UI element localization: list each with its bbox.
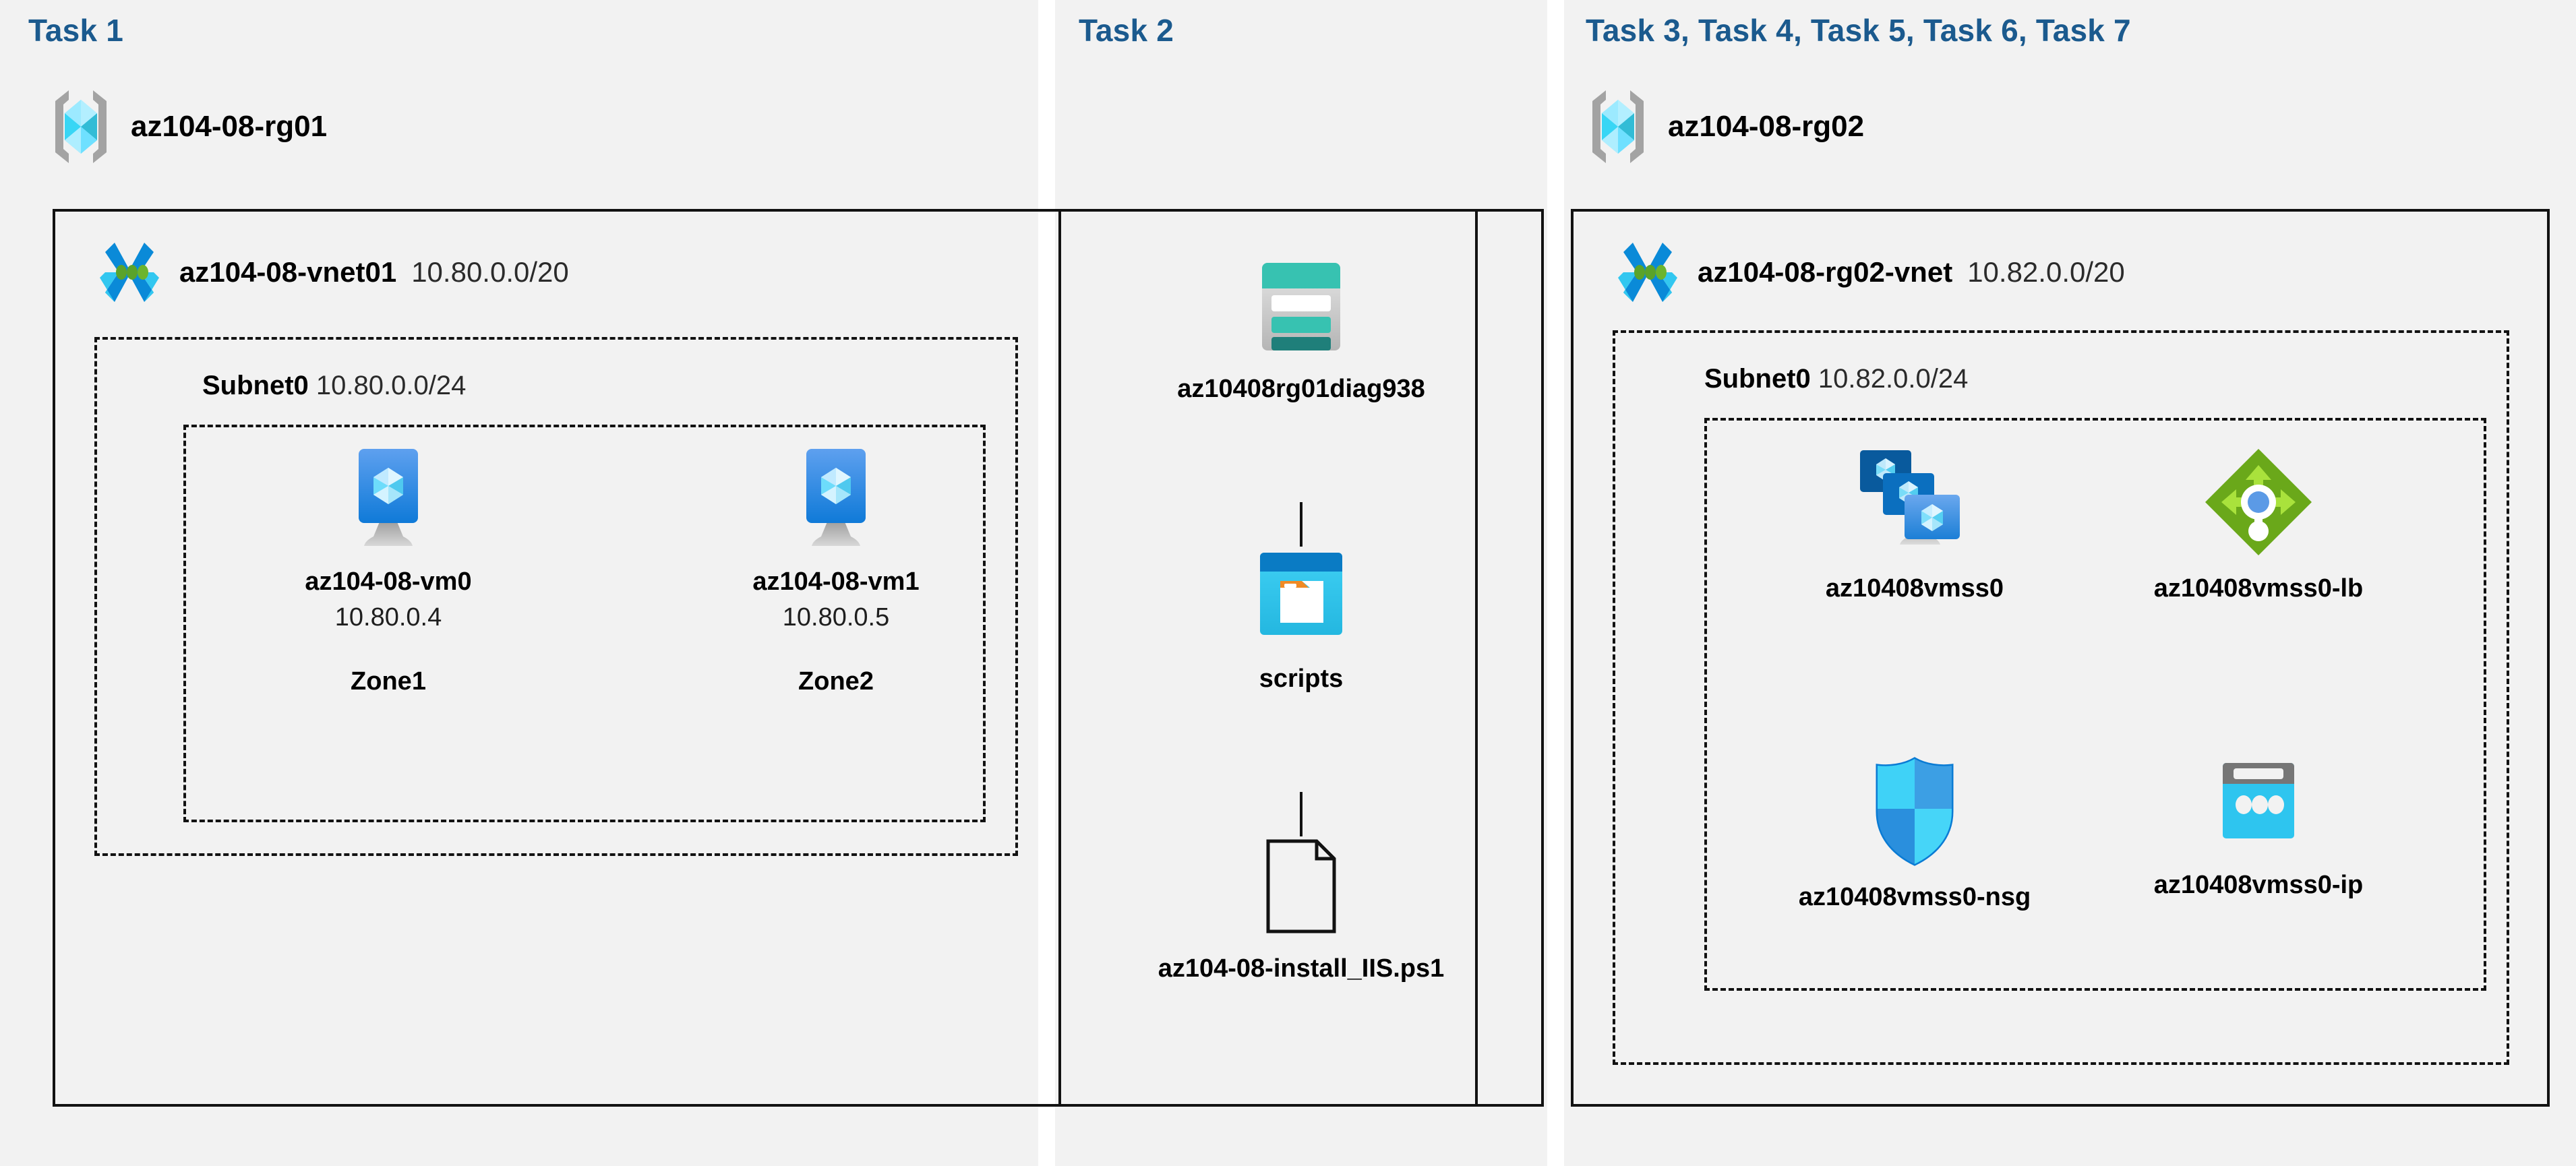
blob-container-node[interactable]: scripts — [1058, 546, 1544, 694]
vm-zone: Zone1 — [351, 667, 426, 696]
vnet01-cidr: 10.80.0.0/20 — [411, 256, 569, 288]
resource-group-rg01-header: az104-08-rg01 — [49, 86, 327, 167]
vm-ip-address: 10.80.0.4 — [334, 603, 442, 632]
subnet0-boundary-vnet01 — [94, 337, 1018, 856]
public-ip-icon — [2208, 755, 2309, 856]
vnet01-boundary — [53, 209, 1478, 1107]
virtual-machine-icon — [786, 445, 886, 553]
vnet01-name: az104-08-vnet01 — [179, 256, 397, 288]
rg02-vnet-cidr: 10.82.0.0/20 — [1967, 256, 2125, 288]
script-file-name: az104-08-install_IIS.ps1 — [1158, 954, 1445, 983]
rg02-vnet-header: az104-08-rg02-vnet 10.82.0.0/20 — [1613, 237, 2125, 307]
vm-zone: Zone2 — [798, 667, 874, 696]
rg02-vnet-boundary — [1571, 209, 2550, 1107]
load-balancer-icon — [2201, 445, 2316, 559]
subnet0-name: Subnet0 — [1704, 364, 1811, 394]
vmss-icon — [1851, 445, 1979, 559]
virtual-network-icon — [94, 237, 164, 307]
vm-ip-address: 10.80.0.5 — [782, 603, 890, 632]
load-balancer-name: az10408vmss0-lb — [2153, 574, 2364, 603]
virtual-network-icon — [1613, 237, 1683, 307]
task-1-title: Task 1 — [28, 13, 123, 48]
subnet0-cidr: 10.82.0.0/24 — [1818, 364, 1969, 394]
vm-node-az104-08-vm1[interactable]: az104-08-vm1 10.80.0.5 Zone2 — [674, 445, 998, 696]
storage-account-node[interactable]: az10408rg01diag938 — [1058, 256, 1544, 404]
panel-task-3-to-7 — [1564, 0, 2576, 1166]
vm-name: az104-08-vm0 — [305, 567, 472, 596]
vmss-resources-boundary — [1704, 418, 2486, 991]
connector-line-container-to-file — [1300, 792, 1302, 836]
network-security-group-icon — [1864, 755, 1965, 868]
public-ip-name: az10408vmss0-ip — [2153, 871, 2364, 899]
resource-group-icon — [49, 86, 113, 167]
vnet01-header: az104-08-vnet01 10.80.0.0/20 — [94, 237, 569, 307]
vm-name: az104-08-vm1 — [752, 567, 920, 596]
panel-task-1 — [0, 0, 1038, 1166]
resource-group-icon — [1586, 86, 1650, 167]
network-security-group-name: az10408vmss0-nsg — [1798, 883, 2031, 911]
network-security-group-node[interactable]: az10408vmss0-nsg — [1753, 755, 2076, 912]
storage-account-icon — [1247, 256, 1355, 357]
task2-boundary — [1058, 209, 1544, 1107]
storage-account-name: az10408rg01diag938 — [1177, 375, 1425, 403]
vmss-node[interactable]: az10408vmss0 — [1753, 445, 2076, 603]
vmss-name: az10408vmss0 — [1825, 574, 2004, 603]
virtual-machine-icon — [338, 445, 438, 553]
blob-container-icon — [1251, 546, 1352, 647]
file-icon — [1257, 836, 1345, 937]
blob-container-name: scripts — [1259, 665, 1344, 693]
resource-group-rg02-header: az104-08-rg02 — [1586, 86, 1864, 167]
subnet0-boundary-rg02vnet — [1613, 330, 2509, 1065]
public-ip-node[interactable]: az10408vmss0-ip — [2097, 755, 2420, 900]
connector-line-storage-to-container — [1300, 502, 1302, 547]
script-file-node[interactable]: az104-08-install_IIS.ps1 — [1058, 836, 1544, 983]
subnet0-label-vnet01: Subnet0 10.80.0.0/24 — [202, 371, 466, 401]
subnet0-cidr: 10.80.0.0/24 — [316, 371, 467, 400]
task-3-to-7-title: Task 3, Task 4, Task 5, Task 6, Task 7 — [1586, 13, 2131, 48]
rg02-vnet-name: az104-08-rg02-vnet — [1698, 256, 1953, 288]
load-balancer-node[interactable]: az10408vmss0-lb — [2097, 445, 2420, 603]
resource-group-rg01-name: az104-08-rg01 — [131, 110, 328, 143]
vm-node-az104-08-vm0[interactable]: az104-08-vm0 10.80.0.4 Zone1 — [227, 445, 550, 696]
resource-group-rg02-name: az104-08-rg02 — [1668, 110, 1865, 143]
subnet0-name: Subnet0 — [202, 371, 309, 400]
subnet0-label-rg02vnet: Subnet0 10.82.0.0/24 — [1704, 364, 1968, 394]
availability-zones-boundary — [183, 425, 986, 822]
task-2-title: Task 2 — [1079, 13, 1174, 48]
